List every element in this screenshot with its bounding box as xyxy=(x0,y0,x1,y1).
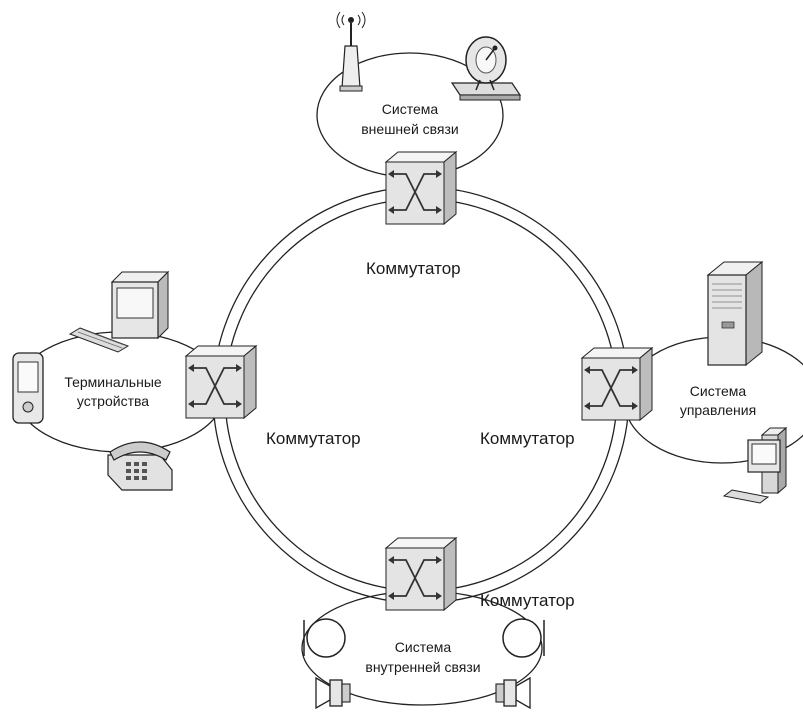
zone-terminals-label-2: устройства xyxy=(77,393,149,409)
zone-external-label-2: внешней связи xyxy=(361,121,459,137)
speaker-icon xyxy=(315,676,351,710)
speaker-icon xyxy=(495,676,531,710)
server-tower-icon xyxy=(706,260,764,367)
network-switch-icon xyxy=(385,537,457,611)
antenna-icon xyxy=(336,11,366,92)
telephone-icon xyxy=(107,441,173,491)
zone-external-label-1: Система xyxy=(382,101,439,117)
switch-left-label: Коммутатор xyxy=(266,429,361,448)
switch-bottom-label: Коммутатор xyxy=(480,591,575,610)
desktop-computer-icon xyxy=(68,270,170,353)
zone-control-label-2: управления xyxy=(680,402,756,418)
workstation-icon xyxy=(722,426,788,504)
network-switch-icon xyxy=(385,151,457,225)
zone-control-label-1: Система xyxy=(690,383,747,399)
pda-icon xyxy=(12,352,44,424)
zone-internal-label-1: Система xyxy=(395,639,452,655)
microphone-icon xyxy=(502,618,545,658)
zone-terminals-label-1: Терминальные xyxy=(64,374,162,390)
microphone-icon xyxy=(303,618,346,658)
zone-internal-label-2: внутренней связи xyxy=(365,659,480,675)
ring-inner xyxy=(224,198,618,592)
satellite-dish-icon xyxy=(450,36,522,101)
network-switch-icon xyxy=(185,345,257,419)
switch-top-label: Коммутатор xyxy=(366,259,461,278)
switch-right-label: Коммутатор xyxy=(480,429,575,448)
network-switch-icon xyxy=(581,347,653,421)
